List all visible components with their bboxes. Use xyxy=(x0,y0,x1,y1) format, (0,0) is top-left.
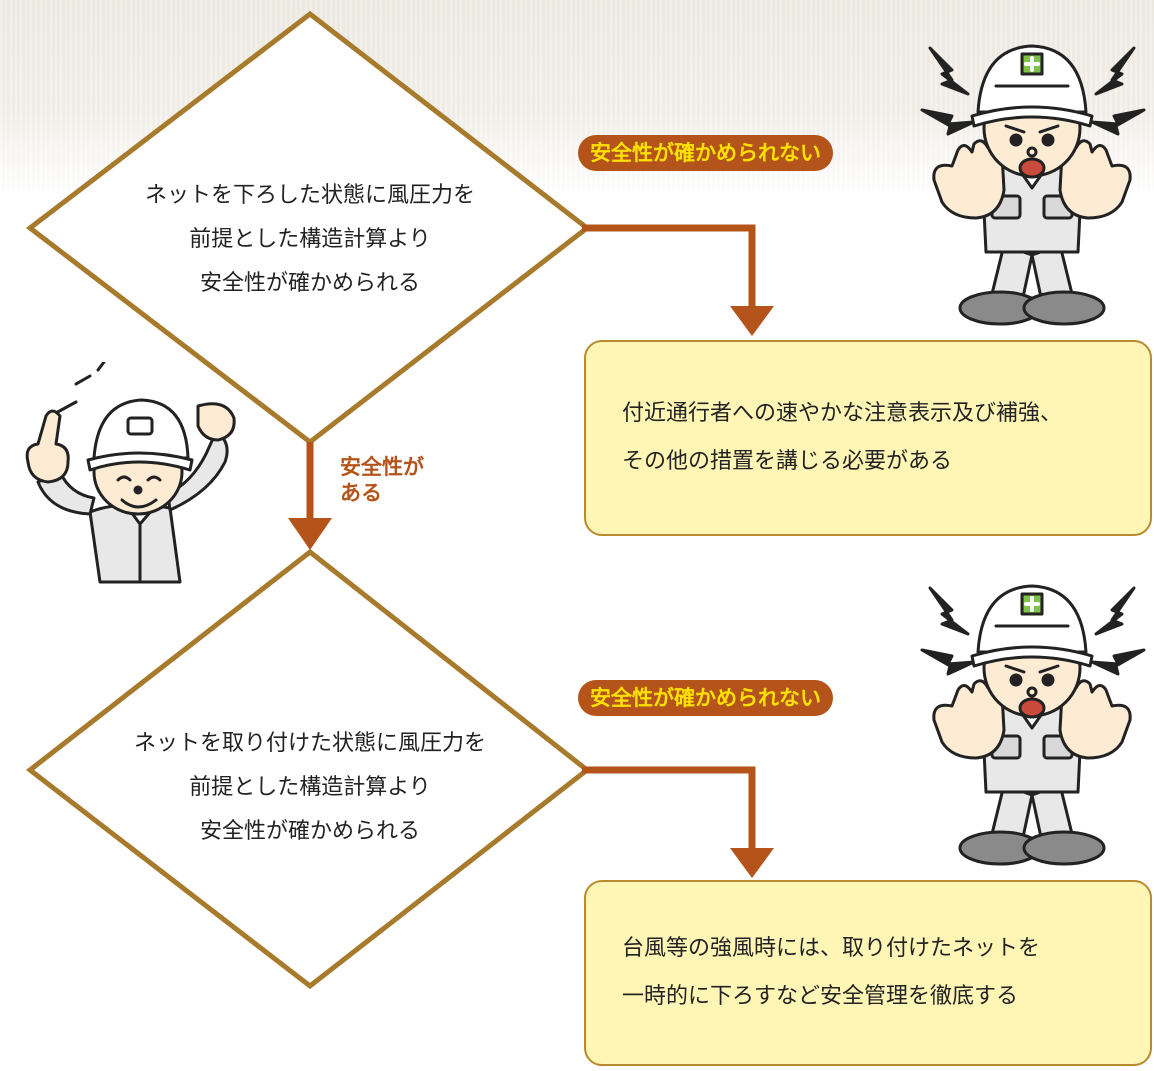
warning-worker-figure-2 xyxy=(920,584,1146,866)
decision-1-line-2: 前提とした構造計算より xyxy=(189,227,431,252)
warning-worker-figure-1 xyxy=(920,44,1146,326)
action-2-line-2: 一時的に下ろすなど安全管理を徹底する xyxy=(622,984,1019,1009)
yes-label-line-1: 安全性が xyxy=(340,455,424,479)
action-1-line-1: 付近通行者への速やかな注意表示及び補強、 xyxy=(622,401,1063,426)
decision-diamond-2 xyxy=(25,548,592,990)
yes-arrowhead xyxy=(288,518,332,550)
decision-1-text: ネットを下ろした状態に風圧力を 前提とした構造計算より 安全性が確かめられる xyxy=(60,174,560,306)
decision-2-line-2: 前提とした構造計算より xyxy=(189,775,431,800)
no-badge-1: 安全性が確かめられない xyxy=(578,135,833,171)
ok-worker-figure xyxy=(25,362,236,584)
action-box-2: 台風等の強風時には、取り付けたネットを 一時的に下ろすなど安全管理を徹底する xyxy=(584,880,1152,1066)
decision-2-line-3: 安全性が確かめられる xyxy=(199,819,420,844)
yes-label-line-2: ある xyxy=(340,481,382,505)
action-2-line-1: 台風等の強風時には、取り付けたネットを xyxy=(622,936,1041,961)
action-1-line-2: その他の措置を講じる必要がある xyxy=(622,449,953,474)
decision-1-line-3: 安全性が確かめられる xyxy=(199,271,420,296)
no-connector-1 xyxy=(582,224,756,310)
decision-2-text: ネットを取り付けた状態に風圧力を 前提とした構造計算より 安全性が確かめられる xyxy=(50,722,570,854)
yes-label: 安全性が ある xyxy=(340,454,424,506)
no-badge-2: 安全性が確かめられない xyxy=(578,680,833,716)
no-arrowhead-2 xyxy=(730,848,774,878)
decision-2-line-1: ネットを取り付けた状態に風圧力を xyxy=(133,731,486,756)
action-box-1: 付近通行者への速やかな注意表示及び補強、 その他の措置を講じる必要がある xyxy=(584,340,1152,536)
no-arrowhead-1 xyxy=(730,306,774,336)
no-connector-2 xyxy=(582,766,756,852)
decision-1-line-1: ネットを下ろした状態に風圧力を xyxy=(144,183,475,208)
